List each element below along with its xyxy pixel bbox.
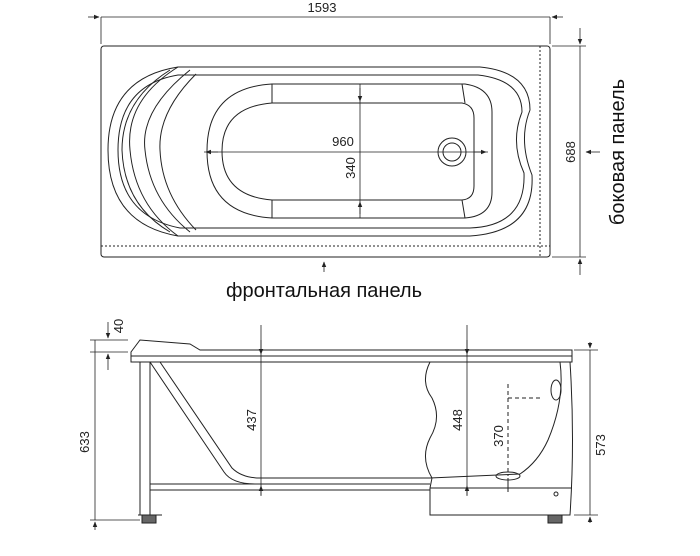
dim-panel-height: 573 — [593, 434, 608, 456]
side-view — [130, 339, 573, 524]
dim-depth-right: 448 — [450, 409, 465, 431]
tub-outline-top — [100, 45, 551, 258]
inner-basin — [206, 83, 493, 219]
side-view-dimensions — [90, 322, 598, 530]
dim-overflow: 370 — [491, 425, 506, 447]
tub-rim-side — [130, 339, 573, 363]
front-panel-label: фронтальная панель — [226, 280, 422, 302]
side-panel-label: боковая панель — [607, 79, 629, 225]
top-view-dimensions — [88, 14, 600, 275]
dim-depth-left: 437 — [244, 409, 259, 431]
dim-total-height: 633 — [77, 431, 92, 453]
dim-width: 688 — [563, 141, 578, 163]
dim-inner-length: 960 — [332, 134, 354, 149]
tub-shell-side — [159, 361, 430, 479]
foot-right — [547, 514, 563, 524]
foot-left — [141, 514, 157, 524]
top-view — [100, 45, 551, 258]
dim-rim: 40 — [111, 319, 126, 333]
side-panel-outline — [429, 361, 573, 516]
dim-length: 1593 — [308, 0, 337, 15]
dim-inner-width: 340 — [343, 157, 358, 179]
bowl-outer-contour — [107, 66, 533, 237]
